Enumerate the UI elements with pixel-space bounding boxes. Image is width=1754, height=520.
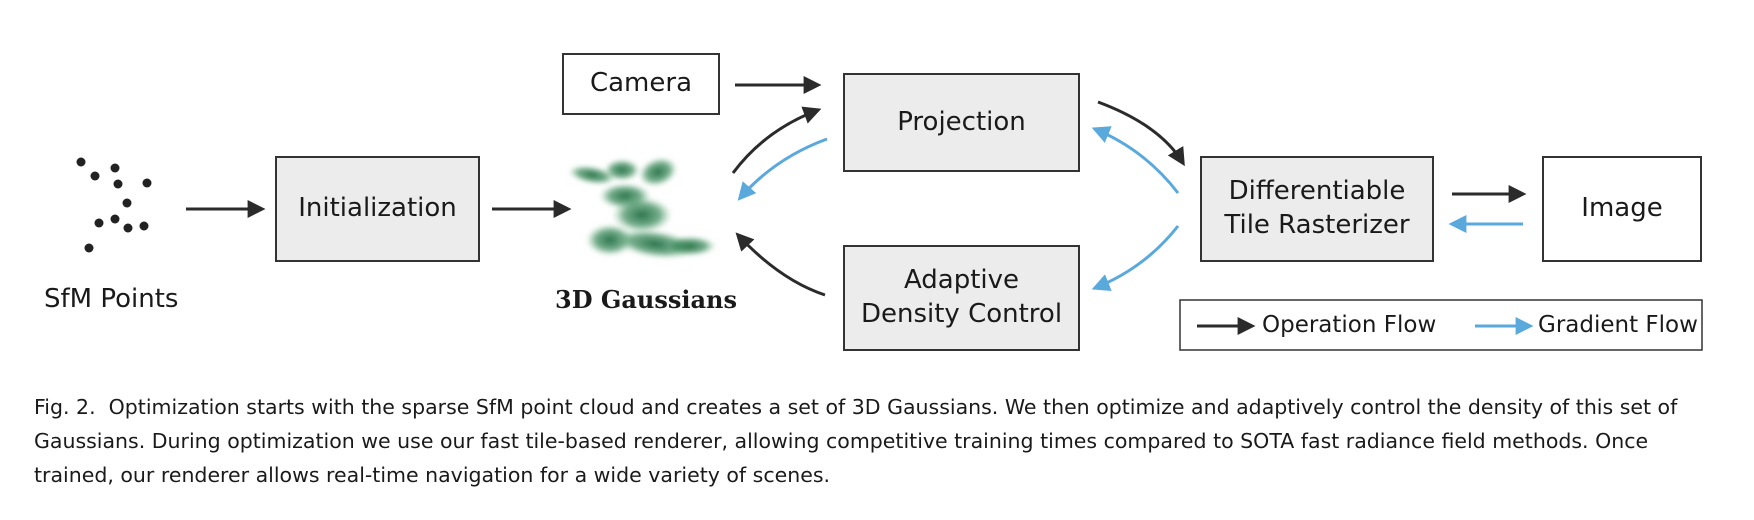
gradient-rasterizer-to-adaptive [1091,225,1180,292]
projection-label: Projection [897,106,1026,137]
gaussians-label: 3D Gaussians [555,285,738,314]
gradient-rasterizer-to-projection [1091,126,1180,194]
sfm-points-label: SfM Points [44,284,179,314]
arrow-gaussians-to-projection [731,106,822,174]
initialization-label: Initialization [298,193,457,224]
operation-flow-arrows [186,76,1527,297]
rasterizer-label-line1: Differentiable [1228,176,1406,207]
figure-caption: Fig. 2. Optimization starts with the spa… [34,390,1724,492]
gaussians-visual-icon [568,157,716,259]
diagram-canvas [76,76,1703,351]
legend-box [1179,299,1703,351]
camera-box: Camera [562,53,720,115]
adaptive-label-line2: Density Control [860,299,1063,329]
adaptive-label-line1: Adaptive [903,265,1020,296]
caption-text: Optimization starts with the sparse SfM … [34,395,1678,487]
projection-box: Projection [843,73,1080,172]
image-box: Image [1542,156,1702,262]
gradient-projection-to-gaussians [737,137,828,201]
legend-operation-label: Operation Flow [1262,312,1437,338]
pipeline-diagram: SfM Points Initialization 3D Gaussians C… [44,53,1703,351]
rasterizer-label-line2: Tile Rasterizer [1224,210,1410,240]
camera-label: Camera [589,68,693,99]
rasterizer-box: Differentiable Tile Rasterizer [1200,156,1434,262]
arrow-adaptive-to-gaussians [735,232,826,297]
legend-gradient-label: Gradient Flow [1538,312,1698,338]
image-label: Image [1581,193,1663,224]
adaptive-density-control-box: Adaptive Density Control [843,245,1080,351]
sfm-point-cloud-icon [76,157,152,253]
arrow-projection-to-rasterizer [1097,100,1185,167]
gradient-flow-arrows [737,126,1523,292]
caption-figure-label: Fig. 2. [34,395,96,419]
initialization-box: Initialization [275,156,480,262]
